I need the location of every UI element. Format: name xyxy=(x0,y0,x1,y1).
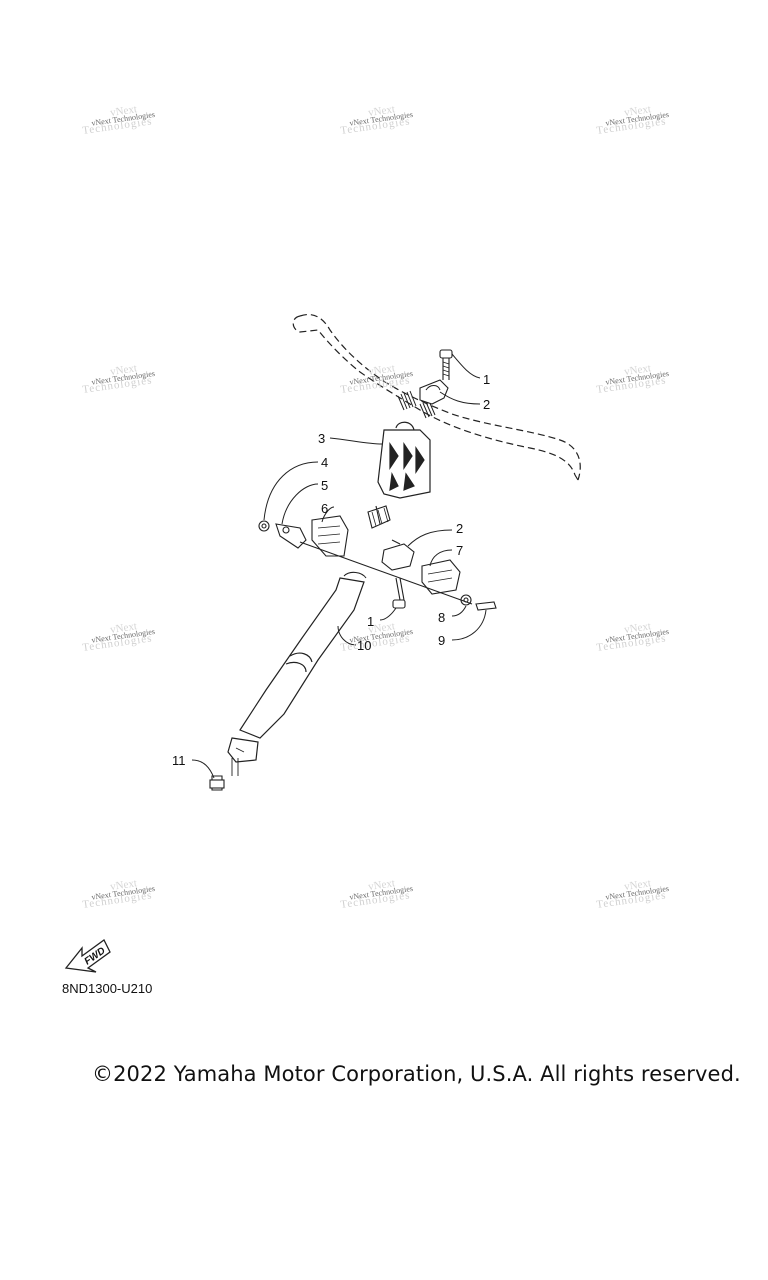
callout-9: 9 xyxy=(438,633,446,648)
copyright-notice: ©2022 Yamaha Motor Corporation, U.S.A. A… xyxy=(92,1062,741,1086)
part-code: 8ND1300-U210 xyxy=(62,981,153,996)
bolt-part-11 xyxy=(209,775,225,791)
clamp-part-2-lower xyxy=(381,539,415,571)
callout-11: 11 xyxy=(172,753,186,768)
callout-1: 1 xyxy=(483,372,491,387)
callout-8: 8 xyxy=(438,610,446,625)
callout-4: 4 xyxy=(321,455,329,470)
bolt-part-9 xyxy=(475,601,497,611)
bolt-part-1-lower xyxy=(392,577,406,609)
fwd-arrow-icon xyxy=(64,939,111,973)
nut-part-4 xyxy=(258,520,270,532)
axis-line xyxy=(299,541,473,605)
fwd-label-svg: FWD xyxy=(83,945,108,967)
callout-7: 7 xyxy=(456,543,464,558)
callout-10: 10 xyxy=(357,638,372,653)
leader-lines xyxy=(191,353,487,779)
bolt-part-1 xyxy=(439,349,453,380)
grip-part-6 xyxy=(311,515,349,557)
callout-6: 6 xyxy=(321,501,329,516)
callout-2: 2 xyxy=(483,397,491,412)
callout-3: 3 xyxy=(318,431,326,446)
clamp-part-2-upper xyxy=(419,379,449,405)
callout-1-lower: 1 xyxy=(367,614,375,629)
steering-column-part-10 xyxy=(227,577,365,776)
column-cut xyxy=(343,505,381,579)
callout-5: 5 xyxy=(321,478,329,493)
bar-knurl xyxy=(397,390,436,419)
callout-2-lower: 2 xyxy=(456,521,464,536)
bracket-part-5 xyxy=(275,523,307,549)
clamp-part-7 xyxy=(421,559,461,595)
handlebar xyxy=(292,313,581,481)
bar-pad-part-3 xyxy=(377,421,431,499)
fwd-label: FWD xyxy=(83,945,108,967)
